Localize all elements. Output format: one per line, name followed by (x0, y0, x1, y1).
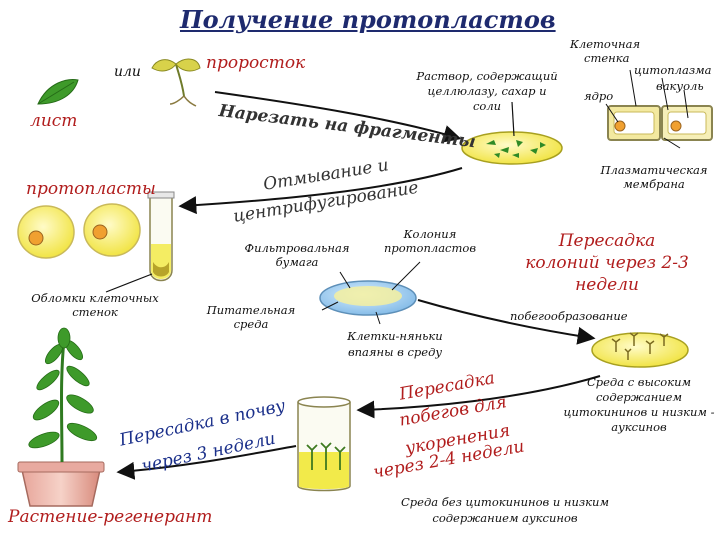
arrow-wash (178, 167, 463, 215)
vacuole-label: вакуоль (656, 79, 704, 93)
sprout-illustration (151, 58, 201, 107)
solution-label-3: соли (472, 99, 502, 113)
colony-label-1: Колония (403, 227, 457, 241)
arrow-soil (116, 445, 297, 480)
arrow-cut (214, 91, 462, 143)
leaf-label: лист (30, 111, 78, 131)
high-cyto-label-3: цитокининов и низким - (563, 405, 715, 419)
fragments-label-2: стенок (72, 305, 118, 319)
shoot-formation-label: побегообразование (510, 309, 628, 323)
nutrient-label-2: среда (233, 317, 269, 331)
shoot-formation-dish (591, 332, 689, 368)
nurse-cells-label-2: впаяны в среду (347, 345, 443, 359)
leaf-illustration (37, 79, 79, 105)
plasma-membrane-label-1: Плазматическая (600, 163, 708, 177)
cell-plasma-membrane (661, 105, 713, 141)
nucleus-label: ядро (584, 89, 614, 103)
centrifuge-tube (147, 191, 175, 282)
arrow-rooting (356, 375, 601, 419)
protoplasts-label: протопласты (26, 179, 156, 199)
high-cyto-label-1: Среда с высоким (586, 375, 692, 389)
filter-paper-label-1: Фильтровальная (244, 241, 350, 255)
plasma-membrane-label-2: мембрана (623, 177, 685, 191)
arrow-transplant (417, 299, 596, 345)
cell-with-wall (607, 105, 661, 141)
cytoplasm-label: цитоплазма (634, 63, 712, 77)
high-cyto-label-2: содержанием (595, 390, 683, 404)
high-cyto-label-4: ауксинов (611, 420, 667, 434)
enzyme-dish (461, 101, 563, 165)
regenerant-label: Растение-регенерант (8, 507, 213, 527)
fragments-label-1: Обломки клеточных (31, 291, 159, 305)
cell-wall-label-1: Клеточная (570, 37, 641, 51)
colony-label-2: протопластов (383, 241, 477, 255)
nurse-cell-dish (319, 261, 421, 325)
transplant-label-2: колоний через 2-3 (525, 253, 689, 273)
nurse-cells-label-1: Клетки-няньки (347, 329, 443, 343)
protoplast-dishes (17, 203, 141, 259)
no-cyto-label-2: содержанием ауксинов (432, 511, 578, 525)
transplant-label-3: недели (575, 275, 639, 295)
no-cyto-label-1: Среда без цитокининов и низким (400, 495, 609, 509)
regenerant-plant (17, 327, 105, 507)
or-label: или (114, 64, 141, 80)
nutrient-label-1: Питательная (206, 303, 296, 317)
sprout-label: проросток (206, 53, 306, 73)
rooting-jar (297, 396, 351, 492)
cell-label-leaders (605, 69, 689, 149)
transplant-label-1: Пересадка (558, 231, 656, 251)
cell-wall-label-2: стенка (584, 51, 630, 65)
solution-label-2: целлюлазу, сахар и (427, 84, 547, 98)
solution-label-1: Раствор, содержащий (416, 69, 558, 83)
fragments-leader (105, 273, 153, 293)
diagram-title: Получение протопластов (180, 5, 556, 34)
filter-paper-label-2: бумага (275, 255, 319, 269)
